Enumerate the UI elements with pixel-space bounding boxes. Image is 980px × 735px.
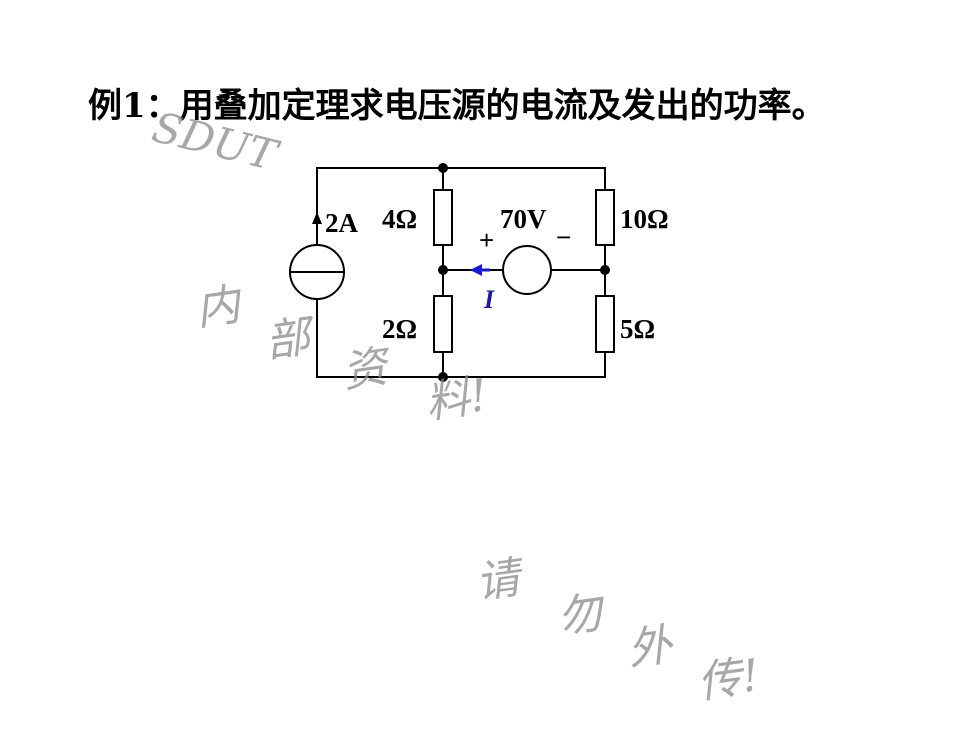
- node-bottom: [438, 372, 448, 382]
- node-middle-left: [438, 265, 448, 275]
- node-middle-right: [600, 265, 610, 275]
- label-minus: −: [556, 222, 571, 252]
- wire-bottom-left: [316, 300, 443, 378]
- current-arrow-icon: [470, 264, 490, 276]
- resistor-5ohm: [595, 295, 615, 353]
- wire-bottom-right: [443, 352, 606, 378]
- label-r-bottom-left: 2Ω: [382, 314, 417, 344]
- wire-top-right: [443, 167, 606, 190]
- watermark-brand: SDUT: [148, 102, 285, 181]
- label-r-top-left: 4Ω: [382, 204, 417, 234]
- watermark-char: 外: [624, 619, 677, 676]
- watermark-char: 料!: [422, 370, 490, 429]
- label-plus: +: [479, 225, 494, 255]
- label-current-i: I: [483, 285, 495, 314]
- label-r-bottom-right: 5Ω: [620, 314, 655, 344]
- label-current-source: 2A: [325, 208, 359, 238]
- watermark-char: 勿: [554, 587, 610, 644]
- watermark-char: 传!: [694, 650, 762, 709]
- current-source-arrow-icon: [312, 212, 322, 245]
- watermark-char: 请: [472, 551, 529, 608]
- resistor-4ohm: [433, 189, 453, 246]
- voltage-source-symbol: [502, 245, 552, 295]
- label-voltage-source: 70V: [500, 204, 547, 234]
- resistor-10ohm: [595, 189, 615, 246]
- node-top: [438, 163, 448, 173]
- watermark-char: 内: [192, 279, 247, 336]
- watermark-char: 部: [262, 310, 320, 368]
- resistor-2ohm: [433, 295, 453, 353]
- label-r-top-right: 10Ω: [620, 204, 669, 234]
- problem-title: 例1：用叠加定理求电压源的电流及发出的功率。: [88, 86, 826, 126]
- watermark-char: 资: [339, 341, 395, 398]
